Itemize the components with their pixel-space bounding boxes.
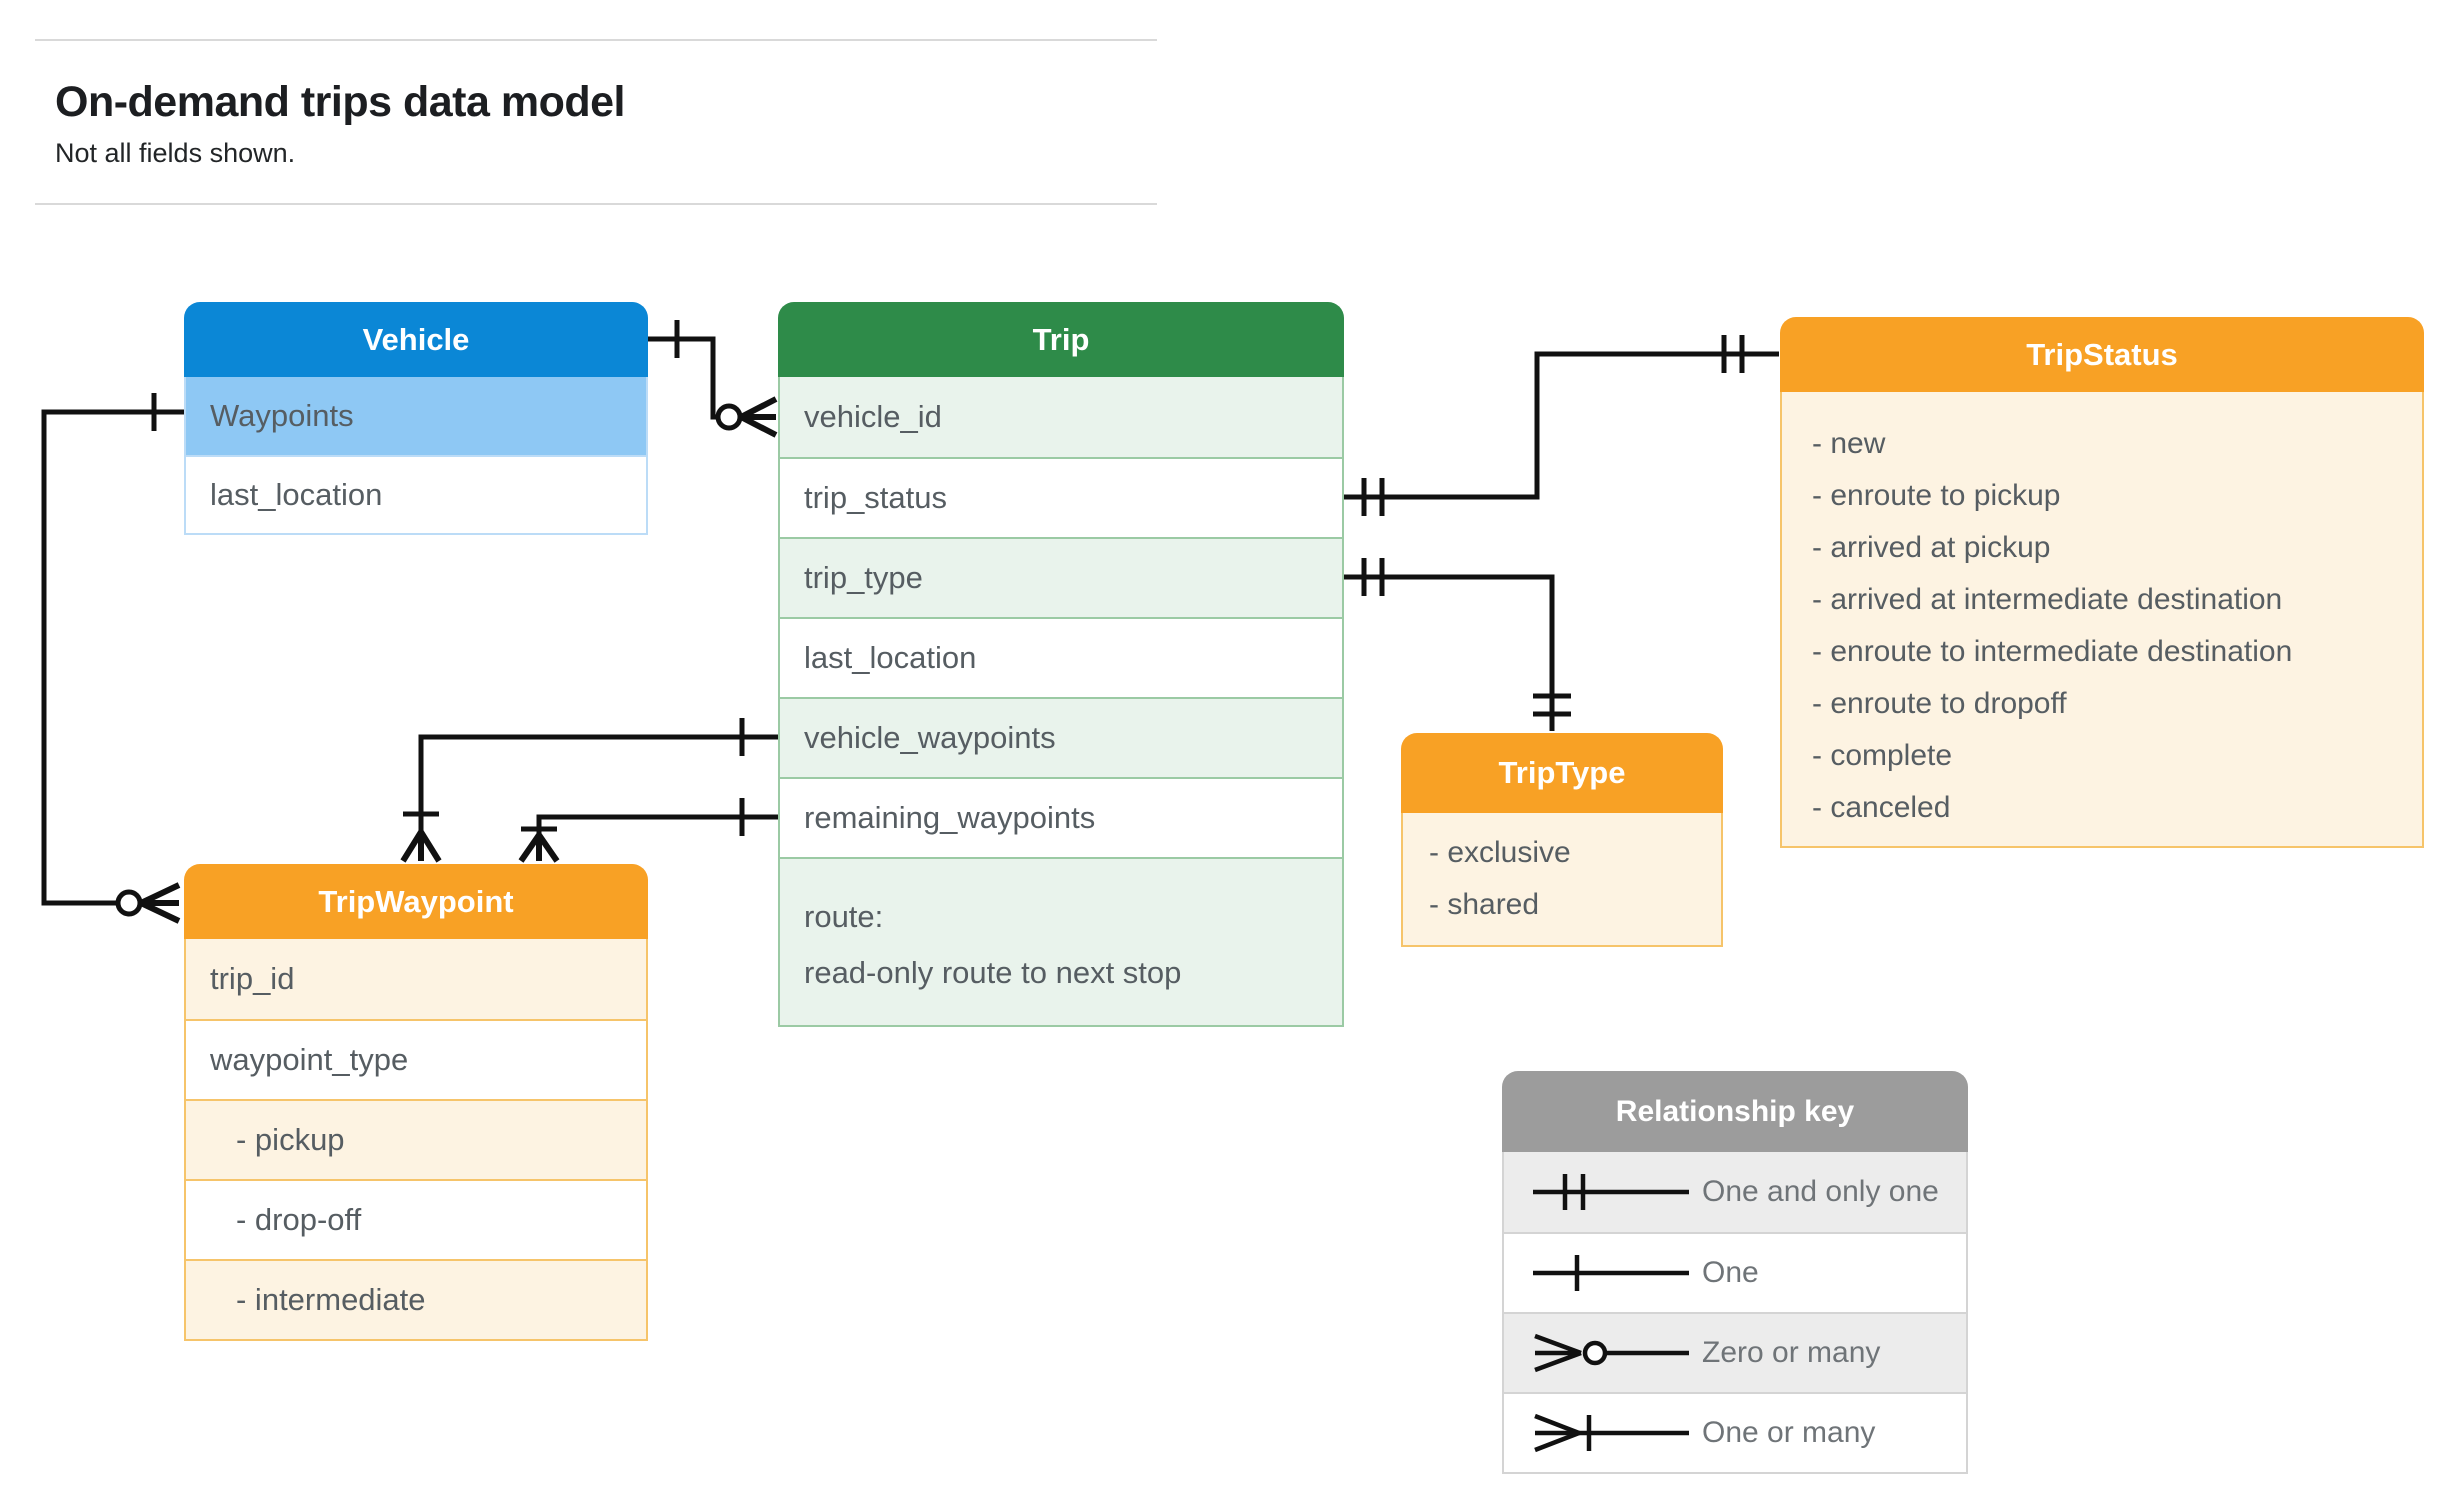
legend-row-one: One xyxy=(1504,1232,1966,1312)
legend-label: Zero or many xyxy=(1702,1336,1881,1369)
trip-field-vehicle-waypoints: vehicle_waypoints xyxy=(780,697,1342,777)
legend-row-zero-or-many: Zero or many xyxy=(1504,1312,1966,1392)
legend-label: One xyxy=(1702,1256,1759,1289)
tripwaypoint-field-trip-id: trip_id xyxy=(186,939,646,1019)
trip-field-last-location: last_location xyxy=(780,617,1342,697)
one-or-many-icon xyxy=(1534,1413,1689,1453)
one-and-only-one-ticks xyxy=(1533,693,1571,717)
zero-circle xyxy=(115,889,143,917)
legend-label: One and only one xyxy=(1702,1175,1939,1208)
connector-trip-to-triptype xyxy=(1343,558,1571,731)
trip-field-remaining-waypoints: remaining_waypoints xyxy=(780,777,1342,857)
connector-waypoints-loop-to-tripwaypoint xyxy=(41,393,184,924)
entity-tripwaypoint: TripWaypoint trip_id waypoint_type - pic… xyxy=(184,864,648,1341)
one-and-only-one-icon xyxy=(1533,1174,1689,1210)
many-crow-foot xyxy=(739,396,778,438)
legend-row-one-or-many: One or many xyxy=(1504,1392,1966,1472)
vehicle-field-waypoints: Waypoints xyxy=(186,377,646,455)
triptype-value-exclusive: - exclusive xyxy=(1429,836,1571,869)
tripstatus-value-new: - new xyxy=(1812,427,1886,460)
page-title: On-demand trips data model xyxy=(55,78,625,126)
legend-row-one-and-only-one: One and only one xyxy=(1504,1152,1966,1232)
connector-trip-to-tripstatus xyxy=(1343,335,1779,516)
entity-tripstatus-title: TripStatus xyxy=(1780,317,2424,392)
triptype-value-shared: - shared xyxy=(1429,888,1540,921)
trip-field-vehicle-id: vehicle_id xyxy=(780,377,1342,457)
one-icon xyxy=(1533,1255,1689,1291)
connector-vehicle-to-trip xyxy=(648,320,778,438)
route-label: route: xyxy=(804,899,884,934)
trip-field-route: route: read-only route to next stop xyxy=(780,857,1342,1025)
page-subtitle: Not all fields shown. xyxy=(55,138,296,168)
entity-triptype: TripType - exclusive - shared xyxy=(1401,733,1723,947)
zero-circle xyxy=(715,403,743,431)
entity-trip-title: Trip xyxy=(778,302,1344,377)
entity-tripstatus: TripStatus - new - enroute to pickup - a… xyxy=(1780,317,2424,848)
one-and-only-one-ticks xyxy=(1361,478,1385,516)
many-crow-foot xyxy=(400,830,442,863)
entity-tripwaypoint-title: TripWaypoint xyxy=(184,864,648,939)
one-and-only-one-ticks xyxy=(1721,335,1745,373)
many-crow-foot xyxy=(518,833,560,863)
entity-triptype-title: TripType xyxy=(1401,733,1723,813)
entity-vehicle-title: Vehicle xyxy=(184,302,648,377)
connector-remaining-waypoints-to-tripwaypoint xyxy=(518,798,778,863)
vehicle-field-last-location: last_location xyxy=(186,455,646,533)
connector-vehicle-waypoints-to-tripwaypoint xyxy=(400,718,778,863)
tripstatus-value-complete: - complete xyxy=(1812,739,1953,772)
relationship-key: Relationship key One and only one One xyxy=(1502,1071,1968,1474)
tripwaypoint-value-pickup: - pickup xyxy=(186,1099,646,1179)
tripstatus-value-arrived-at-pickup: - arrived at pickup xyxy=(1812,531,2051,564)
tripstatus-value-enroute-to-pickup: - enroute to pickup xyxy=(1812,479,2061,512)
tripwaypoint-value-drop-off: - drop-off xyxy=(186,1179,646,1259)
title-bottom-divider xyxy=(35,203,1157,205)
tripwaypoint-field-waypoint-type: waypoint_type xyxy=(186,1019,646,1099)
tripstatus-value-canceled: - canceled xyxy=(1812,791,1951,824)
zero-or-many-icon xyxy=(1534,1333,1689,1373)
legend-label: One or many xyxy=(1702,1416,1876,1449)
trip-field-trip-status: trip_status xyxy=(780,457,1342,537)
one-and-only-one-ticks xyxy=(1361,558,1385,596)
tripstatus-value-arrived-at-intermediate-destination: - arrived at intermediate destination xyxy=(1812,583,2283,616)
many-crow-foot xyxy=(139,882,181,924)
tripstatus-value-enroute-to-dropoff: - enroute to dropoff xyxy=(1812,687,2067,720)
trip-field-trip-type: trip_type xyxy=(780,537,1342,617)
tripstatus-value-enroute-to-intermediate-destination: - enroute to intermediate destination xyxy=(1812,635,2293,668)
tripwaypoint-value-intermediate: - intermediate xyxy=(186,1259,646,1339)
route-description: read-only route to next stop xyxy=(804,955,1182,990)
entity-trip: Trip vehicle_id trip_status trip_type la… xyxy=(778,302,1344,1027)
entity-vehicle: Vehicle Waypoints last_location xyxy=(184,302,648,535)
relationship-key-title: Relationship key xyxy=(1502,1071,1968,1152)
top-divider xyxy=(35,39,1157,41)
